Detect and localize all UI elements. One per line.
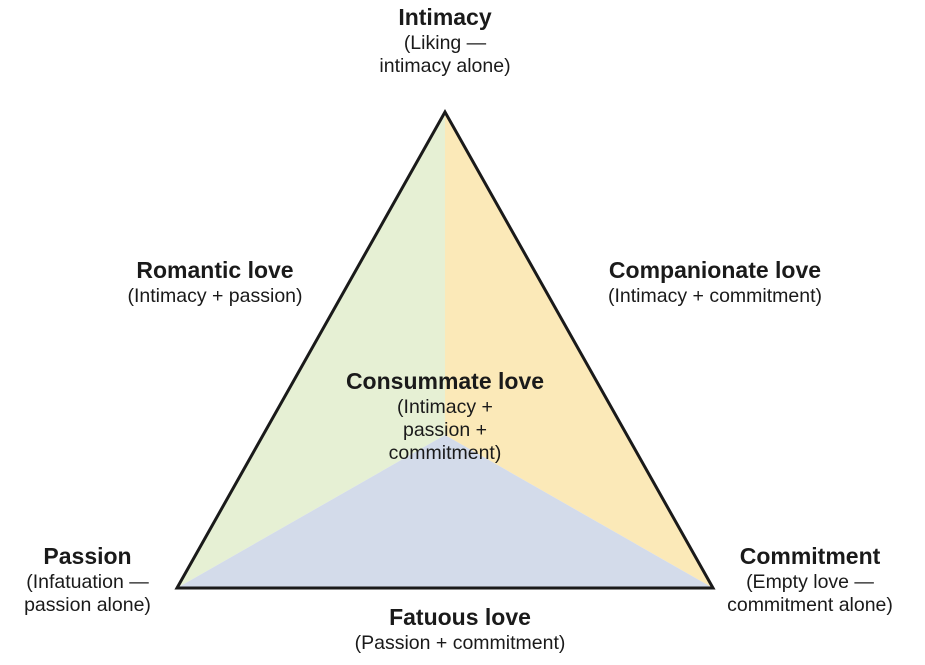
passion-title: Passion (43, 543, 132, 569)
passion-subtitle-line-2: passion alone) (24, 593, 151, 616)
commitment-title: Commitment (739, 543, 881, 569)
romantic-love-title: Romantic love (136, 257, 294, 283)
romantic-love-label: Romantic love (Intimacy + passion) (55, 257, 375, 308)
fatuous-love-title: Fatuous love (389, 604, 531, 630)
romantic-love-subtitle: (Intimacy + passion) (127, 284, 303, 307)
consummate-love-subtitle-line-3: commitment) (388, 442, 502, 465)
intimacy-vertex-label: Intimacy (Liking — intimacy alone) (300, 4, 590, 78)
passion-subtitle-line-1: (Infatuation — (26, 570, 149, 593)
fatuous-love-label: Fatuous love (Passion + commitment) (285, 604, 635, 655)
intimacy-subtitle-line-2: intimacy alone) (379, 54, 511, 77)
companionate-love-title: Companionate love (608, 257, 822, 283)
intimacy-subtitle-line-1: (Liking — (403, 31, 487, 54)
fatuous-love-region (177, 435, 713, 588)
triangle-outline (174, 108, 716, 590)
passion-vertex-label: Passion (Infatuation — passion alone) (0, 543, 175, 617)
commitment-subtitle-line-1: (Empty love — (746, 570, 874, 593)
consummate-love-label: Consummate love (Intimacy + passion + co… (295, 368, 595, 466)
fatuous-love-subtitle: (Passion + commitment) (354, 631, 566, 654)
commitment-subtitle-line-2: commitment alone) (727, 593, 893, 616)
consummate-love-subtitle-line-2: passion + (402, 418, 488, 441)
commitment-vertex-label: Commitment (Empty love — commitment alon… (695, 543, 925, 617)
companionate-love-label: Companionate love (Intimacy + commitment… (555, 257, 875, 308)
consummate-love-title: Consummate love (345, 368, 545, 394)
companionate-love-subtitle: (Intimacy + commitment) (608, 284, 822, 307)
consummate-love-subtitle-line-1: (Intimacy + (397, 395, 493, 418)
intimacy-title: Intimacy (398, 4, 492, 30)
